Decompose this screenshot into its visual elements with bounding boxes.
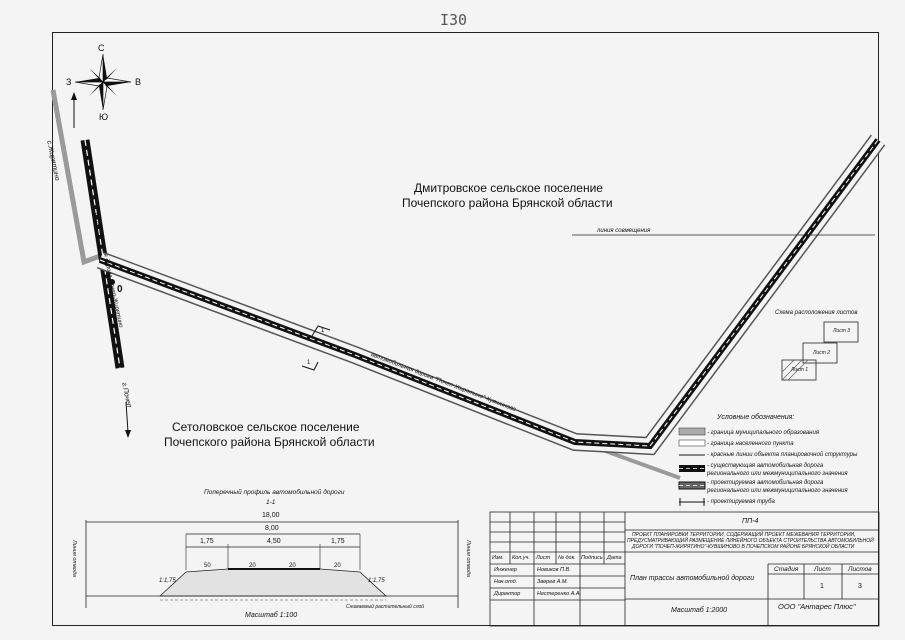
tb-sheets-label: Листов (848, 566, 872, 573)
arrow-pochep-head (125, 430, 131, 438)
label-section-top: 1 (321, 328, 325, 334)
municipal-boundary-line (50, 89, 101, 266)
legend-item-designed-road-2: регионального или межмуниципального знач… (707, 488, 848, 494)
legend-symbol-municipal (678, 427, 706, 436)
tb-code: ПП-4 (742, 518, 759, 525)
tb-scale: Масштаб 1:2000 (671, 607, 728, 614)
legend-item-red-lines: - красные линии объекта планировочной ст… (707, 452, 858, 458)
profile-dim-shoulder-right: 1,75 (331, 538, 345, 545)
legend-item-municipal: - граница муниципального образования (707, 430, 820, 436)
title-block-grid (489, 511, 880, 627)
tb-role-director: Директор (494, 591, 521, 597)
tb-sheet-label: Лист (814, 566, 831, 573)
tb-project-line1: ПРОЕКТ ПЛАНИРОВКИ ТЕРРИТОРИИ, СОДЕРЖАЩИЙ… (632, 532, 856, 538)
profile-slope-right: 1:1,75 (368, 578, 385, 584)
tb-name-engineer: Новиков П.В. (537, 567, 571, 573)
arrow-pochep (125, 401, 129, 433)
label-zero-mark: 0 (117, 284, 123, 295)
scheme-sheet-2-label: Лист 2 (813, 350, 831, 356)
tb-header-list: Лист (536, 555, 551, 561)
tb-role-engineer: Инженер (494, 567, 517, 573)
scheme-sheet-1-label: Лист 1 (791, 367, 809, 373)
legend-item-designed-road: - проектируемая автомобильная дорога (707, 480, 824, 486)
compass-west: З (66, 77, 72, 87)
legend-item-settlement: - граница населенного пункта (707, 441, 794, 447)
region-south-line2: Почепского района Брянской области (164, 435, 375, 449)
tb-project-line3: ДОРОГИ "ПОЧЕП-ЖИРЯТИНО"-КУВШИНОВО В ПОЧЕ… (632, 544, 855, 550)
legend-title: Условные обозначения: (717, 414, 795, 421)
tb-sheet-value: 1 (820, 583, 824, 590)
profile-title: Поперечный профиль автомобильной дороги (204, 489, 345, 496)
region-south-line1: Сетоловское сельское поселение (172, 420, 360, 434)
cross-section-profile (85, 520, 459, 608)
label-match-line: линия совмещения (597, 228, 651, 234)
profile-topsoil-note: Снимаемый растительный слой (346, 604, 425, 610)
profile-slope-20b: 20 (289, 563, 296, 569)
section-mark-bottom (301, 361, 319, 371)
compass-east: В (135, 77, 142, 87)
compass-north: С (98, 43, 105, 53)
tb-drawing-name: План трассы автомобильной дороги (630, 575, 755, 582)
tb-header-izm: Изм. (492, 555, 504, 561)
compass-rose-icon (74, 53, 132, 111)
profile-slope-50: 50 (204, 563, 211, 569)
drawing-frame (52, 32, 879, 626)
profile-slope-20c: 20 (334, 563, 341, 569)
arrow-zhiryatino-head (71, 92, 77, 100)
profile-dim-shoulder-left: 1,75 (200, 538, 214, 545)
tb-project-line2: ПРЕДУСМАТРИВАЮЩИЙ РАЗМЕЩЕНИЕ ЛИНЕЙНОГО О… (627, 538, 874, 544)
legend-item-existing-road-2: регионального или межмуниципального знач… (707, 471, 848, 477)
tb-role-head: Нач.отд. (494, 579, 518, 585)
section-mark-top (311, 325, 331, 337)
designed-road-centerline (99, 139, 879, 447)
legend-item-existing-road: - существующая автомобильная дорога (707, 463, 824, 469)
region-north-line2: Почепского района Брянской области (402, 196, 613, 210)
profile-bound-left: Линия отвода (71, 540, 77, 577)
profile-dim-total: 18,00 (262, 512, 280, 519)
scheme-sheet-2 (802, 342, 838, 364)
tb-header-date: Дата (607, 555, 622, 561)
profile-dim-road: 8,00 (265, 525, 279, 532)
tb-name-head: Зверев А.М. (537, 579, 569, 585)
tb-header-sign: Подпись (581, 555, 603, 561)
scheme-sheet-3-label: Лист 3 (833, 328, 851, 334)
scheme-sheet-3 (823, 321, 859, 343)
label-section-bottom: 1 (307, 360, 311, 366)
profile-scale: Масштаб 1:100 (245, 612, 298, 619)
scheme-sheet-1 (781, 359, 817, 381)
tb-company: ООО "Антарес Плюс" (778, 602, 856, 611)
profile-bound-right: Линия отвода (465, 540, 471, 577)
legend-symbol-existing-road (679, 465, 705, 472)
profile-dim-lane: 4,50 (267, 538, 281, 545)
legend-item-pipe: - проектируемая труба (707, 499, 775, 505)
tb-stage-label: Стадия (774, 566, 799, 573)
legend-symbol-settlement (678, 439, 706, 447)
tb-name-director: Нестеренко А.А. (537, 591, 582, 597)
zero-mark-circle (109, 279, 115, 285)
profile-slope-left: 1:1,75 (159, 578, 176, 584)
tb-header-kol: Кол.уч. (512, 555, 530, 561)
profile-slope-20a: 20 (249, 563, 256, 569)
profile-section: 1-1 (266, 499, 276, 506)
tb-header-doc: № док. (558, 555, 576, 561)
region-north-line1: Дмитровское сельское поселение (414, 181, 603, 195)
compass-south: Ю (99, 112, 109, 122)
tb-sheets-value: 3 (858, 583, 862, 590)
page-number: I30 (440, 11, 468, 29)
scheme-title: Схема расположения листов (775, 310, 858, 316)
